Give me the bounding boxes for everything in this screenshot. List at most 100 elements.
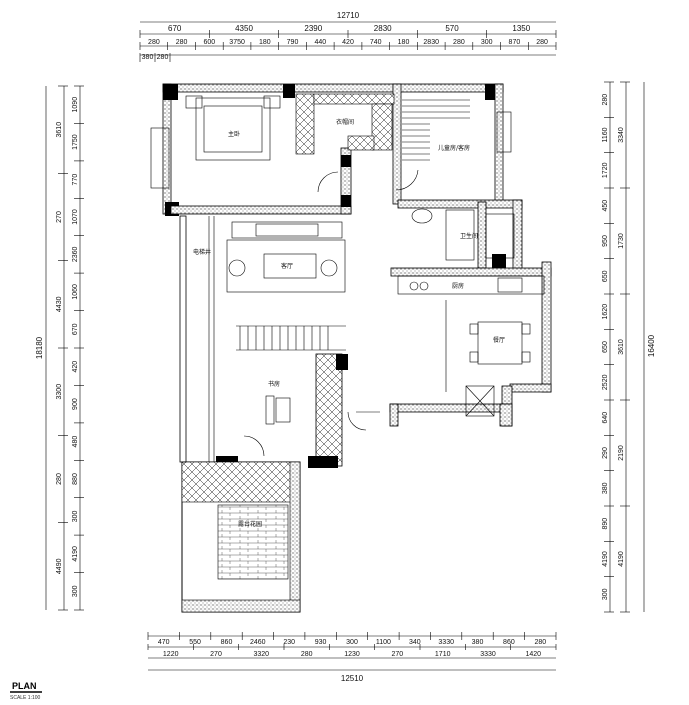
bottom-dimension-lines: [148, 635, 556, 671]
right-dimension-inner: 290: [602, 447, 609, 459]
right-dimension-inner: 1620: [602, 304, 609, 320]
label-bathroom: 卫生间: [460, 232, 478, 240]
left-dimension-inner: 420: [72, 361, 79, 373]
top-dimension-row2: 600: [203, 39, 215, 46]
bottom-dimension-row1: 340: [409, 639, 421, 646]
bottom-dimension-row1: 380: [472, 639, 484, 646]
right-dimension-inner: 300: [602, 588, 609, 600]
right-dimension-inner: 1160: [602, 127, 609, 142]
left-dimension-inner: 300: [72, 510, 79, 522]
bottom-dimension-row1: 1100: [376, 639, 391, 646]
left-dimension-inner: 1090: [72, 97, 79, 113]
label-elevator: 电梯井: [193, 248, 211, 256]
left-dimension-inner: 770: [72, 174, 79, 186]
left-overall-dimension: 18180: [35, 336, 44, 359]
top-dimension-row2: 3750: [229, 39, 245, 46]
right-dimension-outer: 3610: [618, 339, 625, 355]
bottom-dimension-row1: 280: [534, 639, 546, 646]
bottom-dimension-row2: 280: [301, 651, 313, 658]
room-labels: 主卧 衣帽间 儿童房/客房 客厅 电梯井 卫生间 厨房 餐厅 书房 露台花园: [193, 118, 505, 528]
left-dimension-inner: 1060: [72, 284, 79, 300]
right-dimension-outer: 1730: [618, 233, 625, 249]
left-dimension-outer: 3300: [56, 384, 63, 400]
label-study: 书房: [268, 380, 280, 388]
left-dimension-inner: 900: [72, 398, 79, 410]
label-living: 客厅: [281, 262, 293, 270]
label-kitchen: 厨房: [452, 282, 464, 290]
top-dimension-row2: 280: [536, 39, 548, 46]
top-dimension-row1: 2830: [374, 24, 392, 33]
left-dimension-inner: 300: [72, 585, 79, 597]
left-dimension-inner: 1070: [72, 209, 79, 225]
top-overall-dimension: 12710: [337, 11, 360, 20]
top-dimension-row2: 180: [259, 39, 271, 46]
left-dimension-outer: 3610: [56, 122, 63, 138]
furniture: [150, 93, 545, 457]
bottom-dimension-row1: 550: [189, 639, 201, 646]
top-dimension-row2: 180: [398, 39, 410, 46]
right-dimension-inner: 1720: [602, 162, 609, 178]
bottom-dimension-row1: 230: [283, 639, 295, 646]
plan-title: PLAN: [12, 681, 37, 691]
left-dimension-outer: 270: [56, 211, 63, 223]
right-dimension-inner: 650: [602, 341, 609, 353]
bottom-dimension-row1: 860: [503, 639, 515, 646]
left-dimension-outer: 4430: [56, 296, 63, 312]
bottom-dimension-row2: 1420: [526, 651, 542, 658]
right-dimension-outer: 2190: [618, 445, 625, 461]
right-dimension-inner: 950: [602, 235, 609, 247]
left-dimension-outer: 280: [56, 473, 63, 485]
right-dimension-inner: 450: [602, 200, 609, 212]
bottom-dimension-row2: 270: [391, 651, 403, 658]
left-dimension-inner: 2360: [72, 247, 79, 263]
top-dimension-row2: 280: [453, 39, 465, 46]
top-dimension-row2: 790: [287, 39, 299, 46]
top-dimension-row2: 740: [370, 39, 382, 46]
bottom-dimension-row2: 270: [210, 651, 222, 658]
right-overall-dimension: 16400: [647, 334, 656, 357]
bottom-dimension-row2: 1710: [435, 651, 451, 658]
left-dimension-inner: 670: [72, 323, 79, 335]
top-dimension-row2: 2830: [423, 39, 439, 46]
bottom-dimension-row1: 300: [346, 639, 358, 646]
top-dimension-row1: 1350: [512, 24, 530, 33]
top-dimension-row2: 420: [342, 39, 354, 46]
left-dimension-inner: 480: [72, 436, 79, 448]
label-terrace: 露台花园: [238, 520, 262, 528]
label-master-bedroom: 主卧: [228, 130, 240, 138]
bottom-dimension-row2: 3330: [480, 651, 496, 658]
bottom-dimension-row2: 1230: [344, 651, 360, 658]
bottom-dimension-row1: 3330: [438, 639, 454, 646]
right-dimension-lines: [609, 82, 645, 612]
top-dimension-row1: 2390: [304, 24, 322, 33]
top-dimension-row2: 280: [148, 39, 160, 46]
top-dimension-row1: 4350: [235, 24, 253, 33]
right-dimension-outer: 4190: [618, 551, 625, 567]
plan-scale: SCALE 1:100: [10, 695, 41, 701]
right-dimension-inner: 280: [602, 94, 609, 106]
walls: [162, 83, 552, 613]
right-dimension-outer: 3340: [618, 127, 625, 143]
bottom-dimension-row2: 1220: [163, 651, 179, 658]
top-dimension-row2: 300: [481, 39, 493, 46]
left-dimension-inner: 1750: [72, 134, 79, 150]
top-dimension-row1: 670: [168, 24, 182, 33]
bottom-dimension-row1: 930: [315, 639, 327, 646]
top-dimension-row1: 570: [445, 24, 459, 33]
left-dimension-outer: 4490: [56, 558, 63, 574]
right-dimension-inner: 650: [602, 270, 609, 282]
bottom-dimension-row1: 860: [221, 639, 233, 646]
label-dining: 餐厅: [493, 336, 505, 344]
left-dimension-inner: 4190: [72, 546, 79, 562]
right-dimension-inner: 890: [602, 518, 609, 530]
right-dimension-inner: 4190: [602, 551, 609, 567]
top-dimension-row2: 280: [176, 39, 188, 46]
label-closet: 衣帽间: [336, 118, 354, 126]
right-dimension-inner: 2520: [602, 374, 609, 390]
bottom-dimension-row1: 2460: [250, 639, 266, 646]
right-dimension-inner: 380: [602, 482, 609, 494]
right-dimension-inner: 640: [602, 412, 609, 424]
top-dimension-row3: 280: [157, 54, 169, 61]
bottom-dimension-row1: 470: [158, 639, 170, 646]
